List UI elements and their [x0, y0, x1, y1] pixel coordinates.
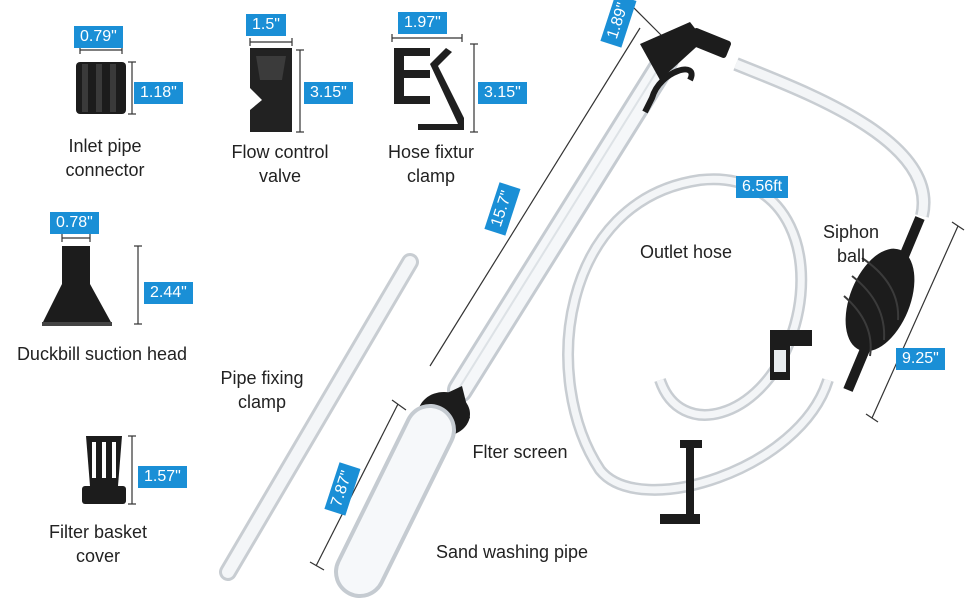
- outlet-hose-label: Outlet hose: [639, 242, 733, 262]
- duckbill-suction-head-image: [42, 234, 142, 326]
- hose-fixture-clamp-label: Hose fixtur clamp: [387, 142, 475, 186]
- filter-screen-label: Flter screen: [472, 442, 568, 462]
- filter-basket-cover-image: [82, 435, 136, 505]
- pipe-fixing-clamp-image: [219, 253, 419, 581]
- sand-washing-pipe-image: [309, 386, 470, 598]
- hose-clamp-height-tag: 3.15": [478, 82, 527, 104]
- hose-clamp-width-tag: 1.97": [398, 12, 447, 34]
- inlet-connector-width-tag: 0.79": [74, 26, 123, 48]
- inlet-pipe-connector-image: [76, 46, 136, 115]
- siphon-ball-image: [843, 216, 965, 423]
- flow-control-valve-label: Flow control valve: [231, 142, 329, 186]
- siphon-length-tag: 9.25": [896, 348, 945, 370]
- inlet-connector-height-tag: 1.18": [134, 82, 183, 104]
- inlet-pipe-connector-label: Inlet pipe connector: [65, 136, 145, 180]
- duckbill-suction-head-label: Duckbill suction head: [16, 344, 188, 364]
- sand-washing-pipe-label: Sand washing pipe: [435, 542, 589, 562]
- filter-basket-cover-label: Filter basket cover: [48, 522, 148, 566]
- basket-cover-height-tag: 1.57": [138, 466, 187, 488]
- flow-valve-height-tag: 3.15": [304, 82, 353, 104]
- main-pipe-image: [429, 1, 732, 403]
- duckbill-width-tag: 0.78": [50, 212, 99, 234]
- flow-control-valve-image: [249, 38, 304, 133]
- siphon-ball-label: Siphon ball: [822, 222, 880, 266]
- hose-fixture-clamp-image: [391, 34, 478, 133]
- outlet-hose-length-tag: 6.56ft: [736, 176, 789, 198]
- flow-valve-width-tag: 1.5": [246, 14, 286, 36]
- pipe-fixing-clamp-label: Pipe fixing clamp: [220, 368, 304, 412]
- duckbill-height-tag: 2.44": [144, 282, 193, 304]
- outlet-hose-image: [562, 57, 931, 524]
